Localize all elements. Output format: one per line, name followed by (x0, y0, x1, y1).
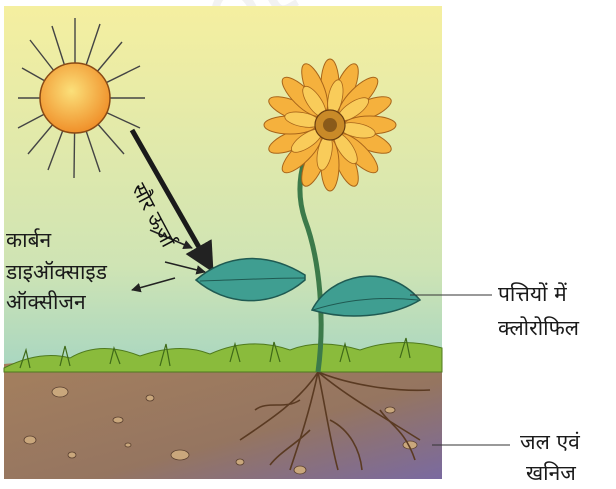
label-oxygen: ऑक्सीजन (6, 292, 86, 313)
label-leaves-line1: पत्तियों में (498, 284, 567, 305)
label-carbon-line2: डाइऑक्साइड (6, 262, 107, 283)
soil (4, 357, 442, 479)
sunflower-head (264, 59, 396, 191)
label-roots-line1: जल एवं (520, 432, 580, 453)
label-leaves-line2: क्लोरोफिल (498, 318, 579, 339)
label-carbon-line1: कार्बन (6, 230, 51, 251)
label-roots-line2: खनिज (526, 463, 576, 484)
